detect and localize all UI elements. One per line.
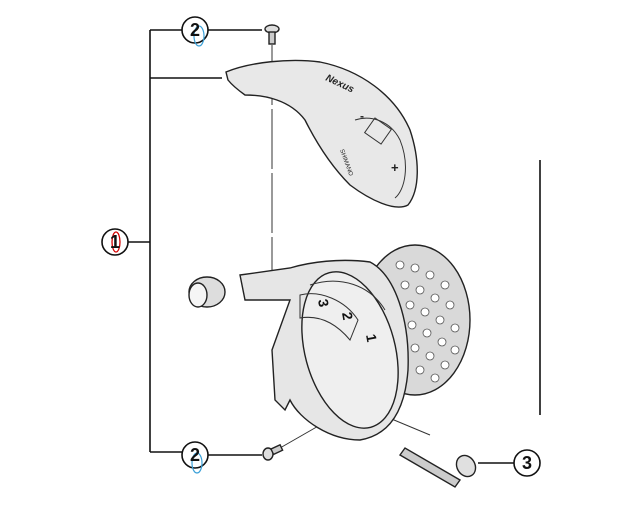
gear-number-3: 3 (315, 298, 332, 309)
bottom-screw (262, 443, 284, 461)
plus-text: + (391, 160, 399, 175)
callout-1[interactable]: 1 (101, 228, 129, 256)
annotation-marker (191, 452, 203, 474)
leader-lines (128, 29, 541, 464)
callout-label: 1 (110, 232, 120, 252)
callout-2-bottom[interactable]: 2 (181, 441, 209, 474)
shifter-cover: Nexus SHIMANO - + (225, 59, 418, 208)
gear-number-1: 1 (363, 333, 380, 344)
callout-label: 3 (522, 453, 532, 473)
annotation-marker (111, 231, 121, 253)
callout-3[interactable]: 3 (513, 449, 541, 477)
shifter-body: 3 2 1 (188, 259, 409, 441)
callout-label: 2 (190, 20, 200, 40)
shift-button (363, 117, 393, 145)
minus-text: - (360, 109, 364, 123)
gear-number-2: 2 (339, 311, 356, 322)
callout-label: 2 (190, 445, 200, 465)
top-screw (264, 24, 280, 45)
callout-2-top[interactable]: 2 (181, 16, 209, 47)
annotation-marker (193, 25, 205, 47)
clamp-bolt (398, 447, 477, 488)
gear-indicator (299, 293, 359, 341)
